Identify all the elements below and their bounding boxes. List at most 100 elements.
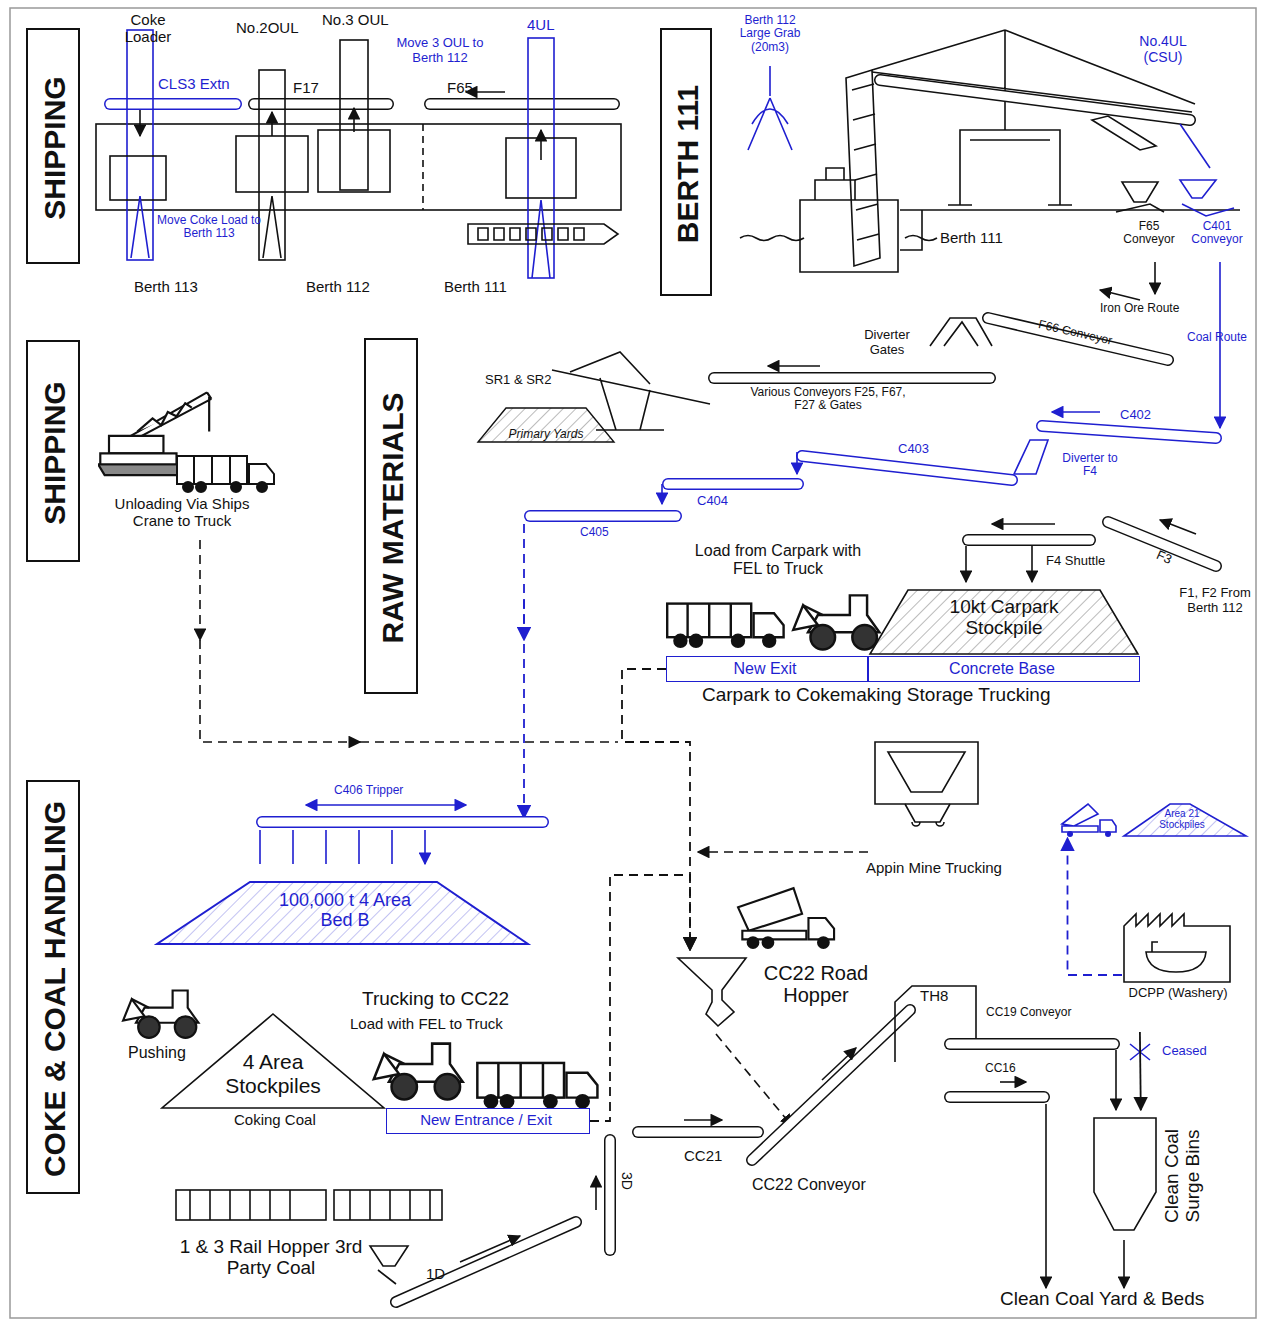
part-label: Berth 112 bbox=[306, 279, 370, 296]
drawing-stroke bbox=[422, 124, 424, 210]
drawing-stroke bbox=[259, 70, 285, 260]
section-band: SHIPPING bbox=[26, 28, 80, 264]
drawing-stroke bbox=[595, 1176, 597, 1210]
drawing-stroke bbox=[950, 1091, 1044, 1103]
drawing-stroke bbox=[1154, 262, 1156, 294]
part-label: No.3 OUL bbox=[322, 12, 389, 29]
drawing-stroke bbox=[177, 456, 274, 492]
drawing-stroke bbox=[880, 80, 1190, 120]
section-band: COKE & COAL HANDLING bbox=[26, 780, 80, 1194]
drawing-stroke bbox=[740, 236, 937, 241]
node-label: 100,000 t 4 Area Bed B bbox=[265, 890, 425, 930]
road-hopper: CC22 Road Hopper bbox=[676, 950, 876, 1034]
node-label: New Exit bbox=[666, 660, 865, 678]
part-label: Berth 113 bbox=[134, 279, 198, 296]
part-label: F65 Conveyor bbox=[1118, 220, 1180, 247]
drawing-stroke bbox=[988, 318, 1168, 360]
part-label: Unloading Via Ships Crane to Truck bbox=[94, 496, 270, 530]
drawing-stroke bbox=[10, 8, 1256, 1318]
drawing-stroke bbox=[950, 1040, 1114, 1049]
part-label: Clean Coal Yard & Beds bbox=[1000, 1288, 1204, 1309]
drawing-stroke bbox=[1124, 804, 1246, 836]
part-label: Pushing bbox=[128, 1044, 186, 1062]
drawing-stroke bbox=[768, 365, 820, 367]
drawing-stroke bbox=[236, 136, 308, 192]
part-label: F1, F2 From Berth 112 bbox=[1170, 586, 1260, 615]
drawing-stroke bbox=[1014, 440, 1048, 474]
drawing-stroke bbox=[360, 741, 618, 743]
drawing-stroke bbox=[139, 110, 141, 136]
drawing-stroke bbox=[263, 196, 281, 258]
drawing-stroke bbox=[1105, 831, 1111, 837]
drawing-stroke bbox=[110, 98, 236, 110]
part-label: CC16 bbox=[985, 1062, 1016, 1075]
part-label: No.4UL (CSU) bbox=[1126, 34, 1200, 65]
drawing-stroke bbox=[306, 804, 386, 806]
edge-label: Ceased bbox=[1160, 1044, 1209, 1059]
part-label: Trucking to CC22 bbox=[362, 988, 509, 1009]
part-label: C406 Tripper bbox=[334, 784, 403, 797]
drawing-stroke bbox=[752, 1010, 910, 1160]
drawing-stroke bbox=[1094, 1118, 1156, 1230]
node-label: RAW MATERIALS bbox=[376, 392, 410, 643]
drawing-stroke bbox=[895, 986, 976, 1062]
drawing-stroke bbox=[1180, 124, 1210, 168]
part-label: Coal Route bbox=[1187, 331, 1247, 344]
drawing-stroke bbox=[802, 456, 1012, 480]
part-label: Berth 112 Large Grab (20m3) bbox=[732, 14, 808, 54]
drawing-stroke bbox=[386, 804, 466, 806]
part-label: C401 Conveyor bbox=[1184, 220, 1250, 247]
drawing-stroke bbox=[950, 1038, 1114, 1050]
drawing-stroke bbox=[528, 38, 554, 278]
drawing-stroke bbox=[748, 66, 792, 150]
part-label: CLS3 Extn bbox=[158, 76, 230, 93]
drawing-stroke bbox=[1062, 804, 1116, 832]
drawing-stroke bbox=[477, 1063, 597, 1108]
part-label: C402 bbox=[1120, 408, 1151, 423]
drawing-stroke bbox=[638, 1128, 758, 1137]
exit-box: New Exit bbox=[666, 656, 868, 682]
part-label: Move 3 OUL to Berth 112 bbox=[394, 36, 486, 65]
drawing-stroke bbox=[1031, 546, 1033, 582]
drawing-stroke bbox=[950, 1093, 1044, 1102]
drawing-stroke bbox=[110, 100, 236, 109]
drawing-stroke bbox=[638, 1126, 758, 1138]
drawing-stroke bbox=[460, 1236, 520, 1262]
drawing-stroke bbox=[968, 534, 1090, 546]
drawing-stroke bbox=[988, 318, 1168, 360]
node-label: 4 Area Stockpiles bbox=[208, 1050, 338, 1097]
drawing-stroke bbox=[200, 640, 360, 742]
drawing-stroke bbox=[430, 98, 614, 110]
drawing-stroke bbox=[1067, 831, 1073, 837]
flow-connector bbox=[1139, 1032, 1142, 1110]
drawing-stroke bbox=[340, 40, 368, 190]
part-label: Diverter Gates bbox=[856, 328, 918, 357]
part-label: C403 bbox=[898, 442, 929, 457]
drawing-stroke bbox=[318, 130, 390, 192]
drawing-stroke bbox=[127, 30, 153, 260]
part-label: TH8 bbox=[920, 988, 948, 1005]
part-label: Load with FEL to Truck bbox=[350, 1016, 503, 1033]
node-label: Primary Yards bbox=[496, 428, 596, 441]
part-label: C405 bbox=[580, 526, 609, 539]
drawing-stroke bbox=[353, 108, 355, 132]
drawing-stroke bbox=[157, 882, 528, 944]
yard-pile: Primary Yards bbox=[476, 406, 616, 444]
washery-plant: DCPP (Washery) bbox=[1122, 912, 1234, 1032]
node-label: New Entrance / Exit bbox=[386, 1112, 587, 1129]
drawing-stroke bbox=[870, 590, 1138, 654]
drawing-stroke bbox=[374, 1044, 463, 1100]
drawing-stroke bbox=[260, 830, 425, 864]
drawing-stroke bbox=[199, 540, 201, 640]
drawing-stroke bbox=[738, 888, 834, 948]
drawing-stroke bbox=[1219, 262, 1221, 428]
drawing-stroke bbox=[796, 452, 798, 474]
drawing-stroke bbox=[190, 1190, 430, 1220]
drawing-stroke bbox=[370, 1246, 408, 1284]
surge-bin: Clean Coal Surge Bins bbox=[1092, 1110, 1204, 1240]
drawing-stroke bbox=[1092, 116, 1156, 150]
part-label: Load from Carpark with FEL to Truck bbox=[688, 542, 868, 578]
